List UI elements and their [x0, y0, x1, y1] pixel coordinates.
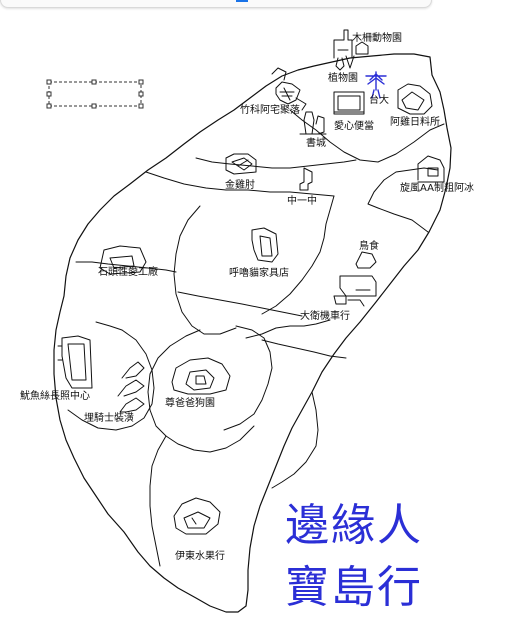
jinjizhou-stall-icon [225, 153, 257, 175]
botanical-garden-icon [335, 55, 355, 71]
label-ntu: 台大 [369, 93, 389, 106]
label-botanical-garden: 植物園 [328, 71, 358, 84]
region-borders [67, 109, 445, 567]
empty-selection-box[interactable] [46, 79, 144, 109]
fruit-shop-icon [173, 497, 221, 535]
label-aixin-lunch: 愛心便當 [334, 119, 374, 132]
label-stone-factory: 石頭性愛工廠 [98, 265, 158, 278]
label-xuanfeng-ice: 旋風AA制粗阿冰 [400, 181, 474, 194]
ntu-palm-icon [365, 71, 387, 99]
place-labels: 木柵動物園 植物園 台大 竹科阿宅聚落 愛心便當 阿雞日料所 書城 金雞肘 旋風… [20, 31, 474, 562]
label-squid-photo: 魷魚絲長照中心 [20, 389, 90, 402]
label-jinjizhou: 金雞肘 [225, 178, 255, 191]
deco-swirl-icon [117, 361, 145, 413]
zhuke-village-icon [271, 67, 307, 111]
scooter-icon [333, 275, 377, 307]
label-yidong-fruit: 伊東水果行 [175, 549, 225, 562]
library-icon [299, 111, 327, 135]
stone-factory-icon [99, 245, 147, 275]
label-zhuke-village: 竹科阿宅聚落 [240, 103, 300, 116]
title-line-1: 邊緣人 [285, 500, 423, 551]
care-center-icon [57, 335, 93, 389]
handwritten-title: 邊緣人 寶島行 [285, 500, 423, 613]
label-zhongyizhong: 中一中 [287, 194, 317, 207]
label-library: 書城 [306, 136, 326, 149]
label-bird-food: 鳥食 [359, 239, 379, 252]
lunch-box-icon [333, 91, 365, 115]
label-alihri-cuisine: 阿雞日料所 [390, 115, 440, 128]
label-dad-dog-park: 尊爸爸狗園 [165, 396, 215, 409]
active-indicator [236, 0, 248, 2]
zoo-gate-icon [333, 29, 369, 59]
bell-icon [299, 167, 313, 191]
title-line-2: 寶島行 [285, 562, 423, 613]
label-cat-furniture: 呼嚕貓家具店 [229, 266, 289, 279]
dog-park-icon [171, 357, 231, 395]
cat-furniture-icon [251, 227, 279, 263]
bird-food-icon [355, 251, 377, 269]
island-outline [53, 53, 452, 613]
ice-shop-icon [417, 155, 445, 183]
restaurant-icon [397, 83, 433, 115]
label-hilda-deco: 埋騎士裝潢 [84, 411, 134, 424]
browser-chrome-strip [0, 0, 509, 9]
label-mucha-zoo: 木柵動物園 [352, 31, 402, 44]
label-dawei-motor: 大衛機車行 [300, 309, 350, 322]
